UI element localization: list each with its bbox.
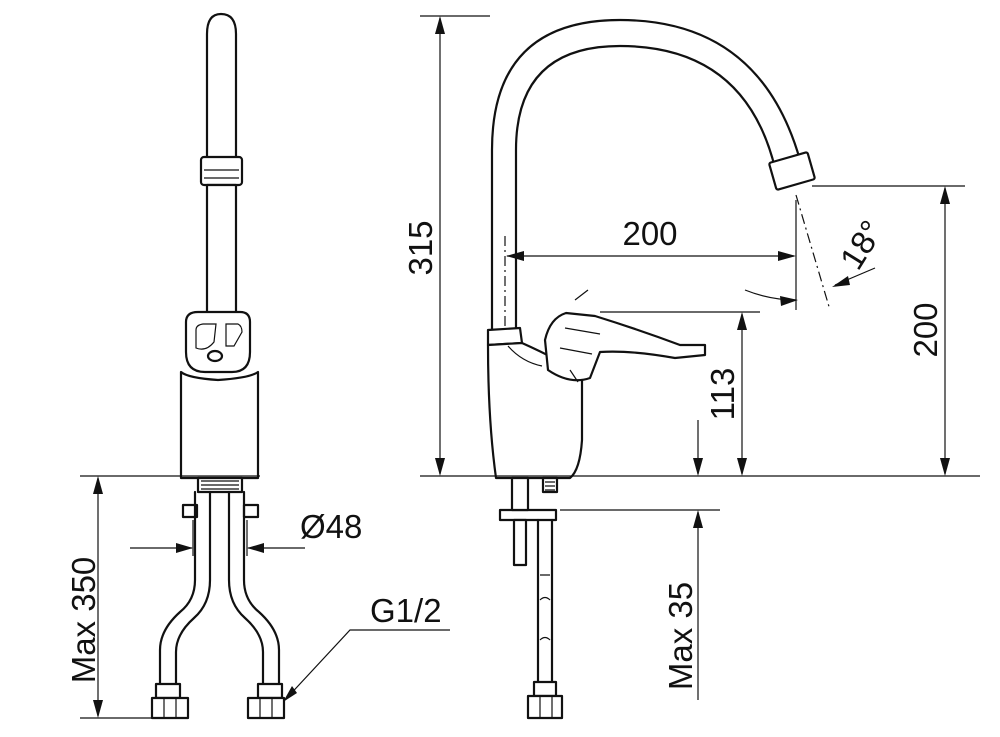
dim-diameter-48: Ø48 [130,508,362,556]
front-view [150,12,286,720]
label-diameter: Ø48 [300,508,362,545]
front-body [179,370,260,480]
label-113: 113 [704,368,741,421]
leader-g12: G1/2 [283,592,450,702]
dim-315: 315 [402,16,445,476]
side-aerator [768,151,816,191]
front-lever-head [184,310,252,374]
front-aerator-ring [199,155,244,187]
label-angle: 18° [833,214,891,276]
front-hose-left [158,490,197,694]
label-max-35: Max 35 [662,582,699,690]
dim-200-reach: 200 [506,200,797,310]
side-view [486,18,816,720]
dim-max-350: Max 350 [65,475,260,719]
side-spout-arc [490,18,802,332]
label-315: 315 [402,220,439,275]
front-lower-tube [205,183,238,320]
front-spout-tube [205,12,238,162]
label-200-horizontal: 200 [622,215,677,252]
side-lever [543,311,707,382]
front-hose-right [227,490,265,694]
dim-max-35: Max 35 [560,420,720,700]
dim-angle-18: 18° [744,194,891,311]
dim-113: 113 [600,311,760,476]
label-200-vertical: 200 [907,302,944,357]
label-thread: G1/2 [370,592,442,629]
label-max-350: Max 350 [65,557,102,684]
dim-200-height: 200 [812,185,965,476]
